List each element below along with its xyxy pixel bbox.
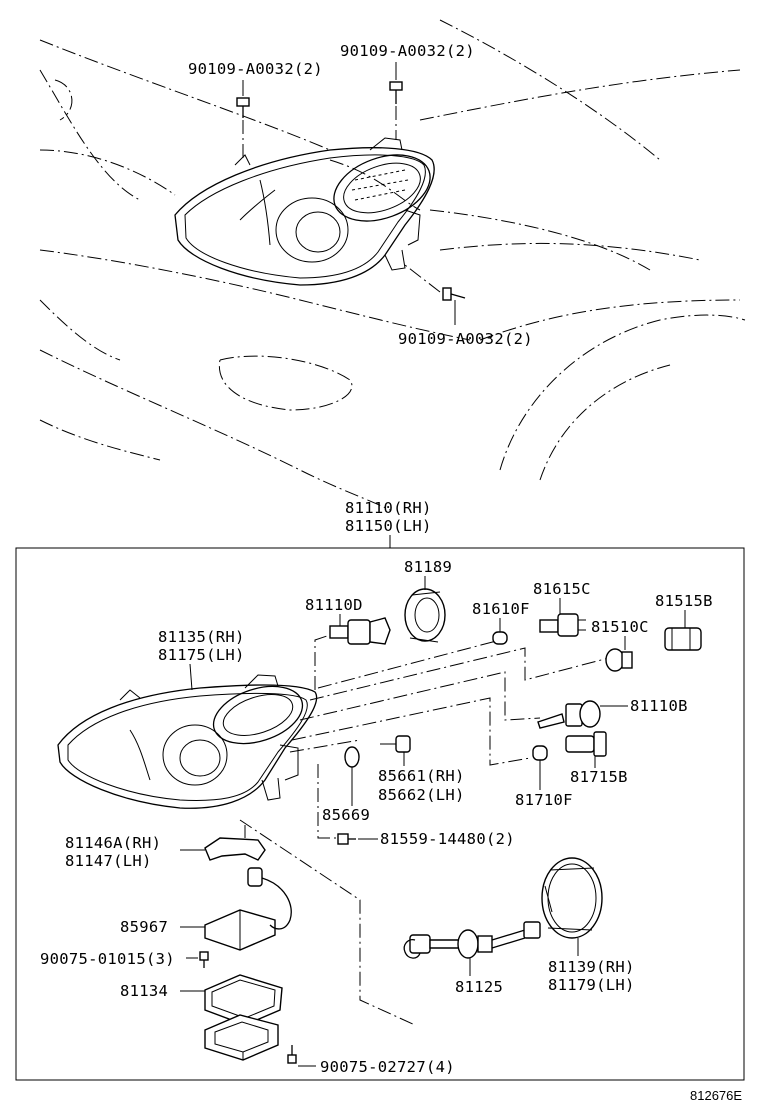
label-cover-lh: 81179(LH) [548, 976, 635, 994]
label-bolt-lower: 90109-A0032(2) [398, 330, 533, 348]
socket-icon-81715b [565, 731, 607, 757]
gasket-icon-81134 [204, 974, 283, 1026]
label-81189: 81189 [404, 558, 452, 576]
label-lens-rh: 81135(RH) [158, 628, 245, 646]
label-81610f: 81610F [472, 600, 530, 618]
screw-icon-90075-02727 [287, 1045, 297, 1064]
label-assy-lh: 81150(LH) [345, 517, 432, 535]
ballast-base-icon [204, 1014, 279, 1061]
ring-icon-85669 [344, 746, 360, 768]
label-81710f: 81710F [515, 791, 573, 809]
label-81110b: 81110B [630, 697, 688, 715]
label-81515b: 81515B [655, 592, 713, 610]
igniter-cable-icon-81125 [403, 921, 541, 959]
bracket-icon-81146a [204, 837, 266, 861]
socket-icon-81615c [539, 613, 586, 637]
label-90075-02727: 90075-02727(4) [320, 1058, 455, 1076]
label-bolt-top-right: 90109-A0032(2) [340, 42, 475, 60]
label-85661-rh: 85661(RH) [378, 767, 465, 785]
bolt-icon-lower [404, 264, 466, 325]
headlamp-installed [174, 137, 435, 286]
bulb-icon-81510c [605, 648, 633, 672]
bulb-icon-81110b [537, 700, 601, 729]
assembly-guide-lines [289, 634, 621, 839]
bulb-icon-81610f [492, 631, 508, 645]
bolt-icon-top-right [389, 81, 403, 140]
label-85662-lh: 85662(LH) [378, 786, 465, 804]
label-81615c: 81615C [533, 580, 591, 598]
label-cover-rh: 81139(RH) [548, 958, 635, 976]
label-85669: 85669 [322, 806, 370, 824]
screw-icon-90075-01015 [199, 951, 209, 968]
label-lens-lh: 81175(LH) [158, 646, 245, 664]
label-assy-rh: 81110(RH) [345, 499, 432, 517]
bolt-icon-top-left [236, 97, 250, 160]
label-90075-01015: 90075-01015(3) [40, 950, 175, 968]
label-bracket-rh: 81146A(RH) [65, 834, 161, 852]
bulb-icon-81110d [329, 617, 391, 645]
label-81134: 81134 [120, 982, 168, 1000]
label-81510c: 81510C [591, 618, 649, 636]
label-85967: 85967 [120, 918, 168, 936]
ballast-icon-85967 [204, 867, 292, 951]
cover-icon-81139 [541, 857, 603, 939]
headlamp-lens-housing [57, 674, 318, 809]
vehicle-body-outline [39, 19, 746, 511]
socket-ring-icon-81189 [404, 588, 446, 643]
socket-icon-81515b [664, 627, 702, 651]
label-bracket-lh: 81147(LH) [65, 852, 152, 870]
label-81125: 81125 [455, 978, 503, 996]
assembly-frame [15, 547, 745, 1081]
label-bolt-top-left: 90109-A0032(2) [188, 60, 323, 78]
label-81110d: 81110D [305, 596, 363, 614]
bulb-icon-81710f [532, 745, 548, 761]
socket-icon-85661 [380, 735, 411, 753]
label-81715b: 81715B [570, 768, 628, 786]
screw-icon-81559 [337, 833, 356, 845]
figure-id: 812676E [690, 1088, 742, 1103]
label-81559: 81559-14480(2) [380, 830, 515, 848]
